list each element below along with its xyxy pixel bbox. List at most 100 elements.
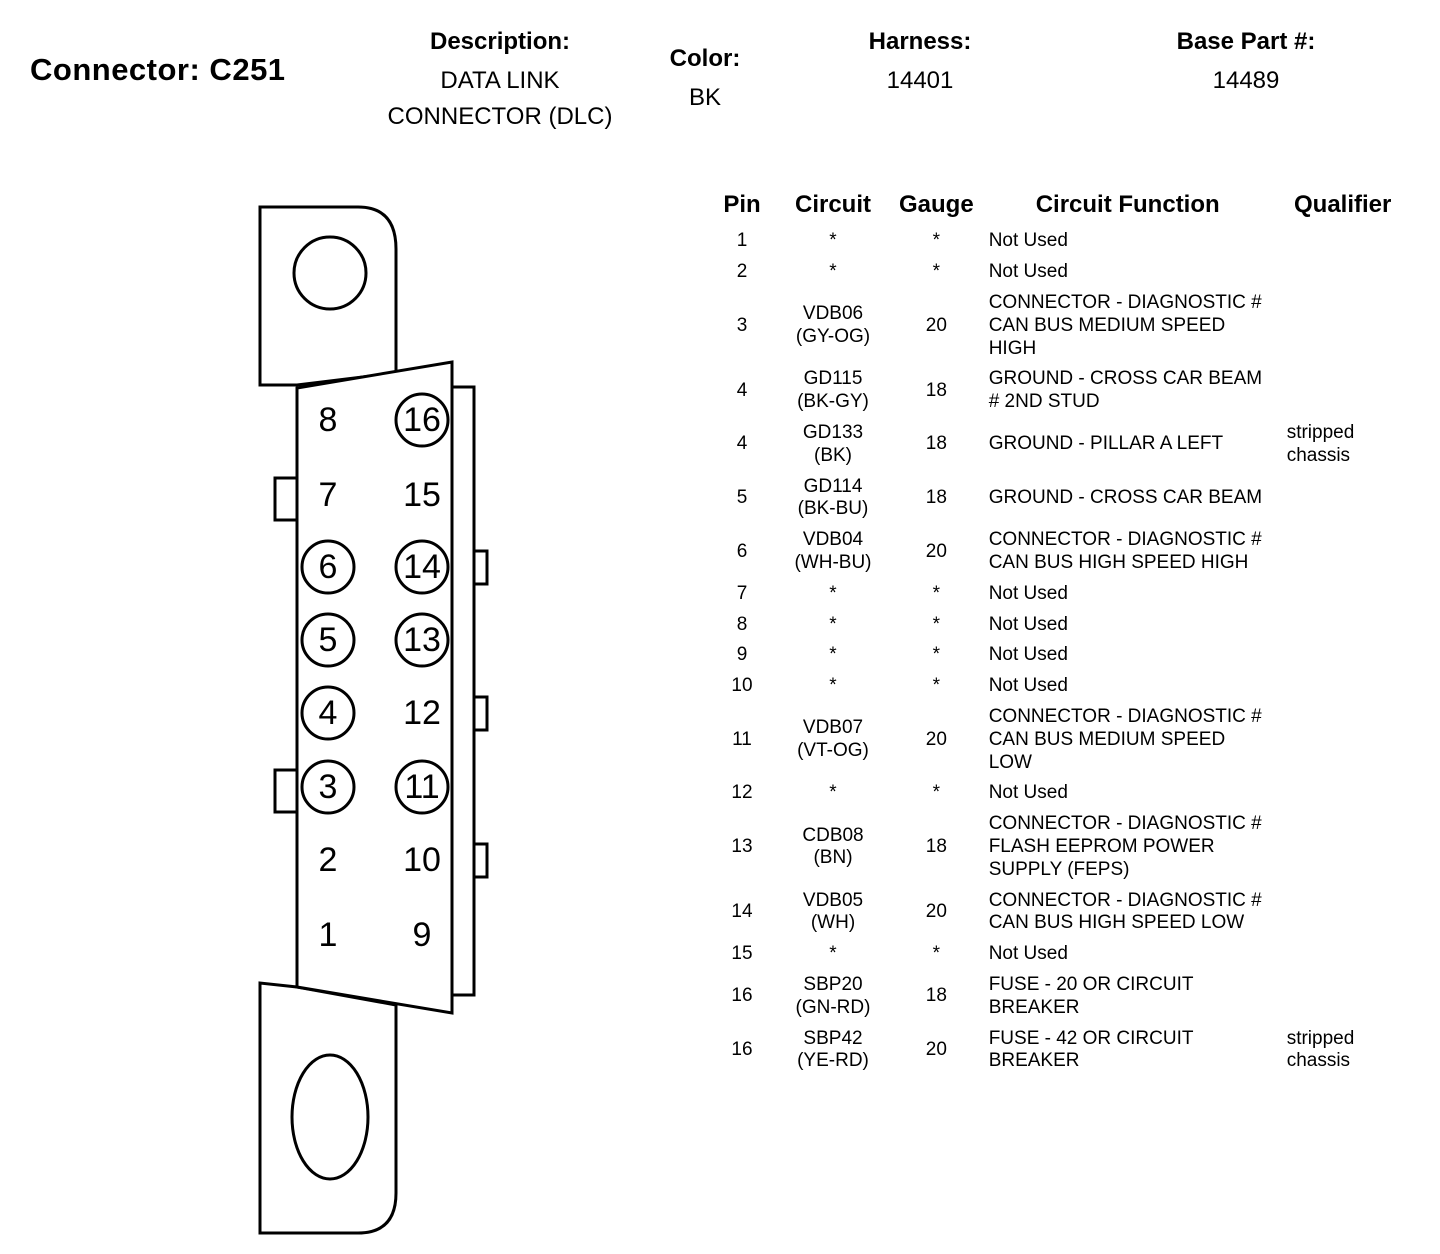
cell-gauge: 20 xyxy=(925,540,947,562)
cell-qualifier xyxy=(1277,288,1409,364)
base-part-label: Base Part #: xyxy=(1176,28,1316,55)
cell-circuit: SBP42 (YE-RD) xyxy=(797,1027,869,1072)
pin-table-header: Pin Circuit Gauge Circuit Function Quali… xyxy=(712,191,1409,226)
cell-function: Not Used xyxy=(988,230,1068,252)
cell-function: FUSE - 20 OR CIRCUIT BREAKER xyxy=(988,973,1194,1018)
pin-cavity-circle xyxy=(394,759,450,815)
pin-cavity-circle xyxy=(300,539,356,595)
rail-bump xyxy=(472,549,489,586)
cell-circuit: SBP20 (GN-RD) xyxy=(795,973,871,1018)
cell-pin: 8 xyxy=(736,613,748,635)
cell-gauge: 18 xyxy=(925,835,947,857)
pin-number: 11 xyxy=(404,768,439,806)
pin-cavity-circle xyxy=(394,612,450,668)
cell-qualifier xyxy=(1277,610,1409,641)
cell-gauge: 18 xyxy=(925,486,947,508)
bottom-mounting-hole xyxy=(290,1053,370,1181)
pin-number: 3 xyxy=(319,768,338,806)
cell-qualifier xyxy=(1277,886,1409,940)
connector-title: Connector: C251 xyxy=(30,52,286,87)
cell-circuit: VDB06 (GY-OG) xyxy=(795,303,871,348)
color-block: Color: BK xyxy=(650,45,760,116)
cell-qualifier: stripped chassis xyxy=(1286,1027,1355,1072)
cell-pin: 4 xyxy=(736,433,748,455)
cell-gauge: 20 xyxy=(925,1038,947,1060)
pin-number: 13 xyxy=(403,621,441,659)
cell-gauge: * xyxy=(932,782,941,804)
cell-pin: 2 xyxy=(736,261,748,283)
pin-table-row: 8**Not Used xyxy=(712,610,1409,641)
cell-function: GROUND - CROSS CAR BEAM xyxy=(988,486,1263,508)
cell-circuit: * xyxy=(829,782,837,804)
pin-number: 1 xyxy=(319,916,338,954)
cell-circuit: * xyxy=(829,261,837,283)
pin-cavity-circle xyxy=(300,759,356,815)
cell-gauge: 20 xyxy=(925,900,947,922)
cell-pin: 7 xyxy=(736,582,748,604)
right-rail xyxy=(450,385,476,997)
top-mounting-hole xyxy=(292,235,368,311)
pin-number: 8 xyxy=(319,401,338,439)
cell-qualifier xyxy=(1277,525,1409,579)
left-tab xyxy=(273,476,299,522)
cell-circuit: * xyxy=(829,675,837,697)
description-label: Description: xyxy=(429,28,570,55)
cell-pin: 16 xyxy=(731,985,753,1007)
cell-qualifier xyxy=(1277,671,1409,702)
cell-qualifier xyxy=(1277,364,1409,418)
cell-function: CONNECTOR - DIAGNOSTIC # CAN BUS HIGH SP… xyxy=(988,529,1262,573)
cell-qualifier: stripped chassis xyxy=(1286,421,1355,466)
cell-circuit: VDB05 (WH) xyxy=(802,889,864,934)
base-part-block: Base Part #: 14489 xyxy=(1136,28,1356,99)
pin-number: 10 xyxy=(403,841,441,879)
cell-pin: 1 xyxy=(736,230,748,252)
base-part-value: 14489 xyxy=(1212,67,1280,94)
description-block: Description: DATA LINK CONNECTOR (DLC) xyxy=(360,28,640,135)
description-value: DATA LINK CONNECTOR (DLC) xyxy=(387,67,613,130)
pin-number: 15 xyxy=(403,476,441,514)
cell-function: CONNECTOR - DIAGNOSTIC # FLASH EEPROM PO… xyxy=(988,813,1262,880)
cell-circuit: CDB08 (BN) xyxy=(802,824,864,869)
cell-function: Not Used xyxy=(988,675,1068,697)
cell-qualifier xyxy=(1277,472,1409,526)
pin-number: 7 xyxy=(319,476,338,514)
cell-function: CONNECTOR - DIAGNOSTIC # CAN BUS MEDIUM … xyxy=(988,705,1262,773)
pin-number: 14 xyxy=(403,548,441,586)
pin-number: 12 xyxy=(403,694,441,732)
pin-cavity-circle xyxy=(300,685,356,741)
cell-circuit: * xyxy=(829,230,837,252)
cell-qualifier xyxy=(1277,970,1409,1024)
pin-number: 4 xyxy=(319,694,338,732)
pin-number: 5 xyxy=(319,621,338,659)
cell-pin: 14 xyxy=(731,900,753,922)
pin-cavity-circle xyxy=(300,612,356,668)
pin-table-row: 10**Not Used xyxy=(712,671,1409,702)
cell-circuit: * xyxy=(829,613,837,635)
cell-pin: 11 xyxy=(732,728,752,750)
cell-gauge: * xyxy=(932,230,941,252)
cell-function: Not Used xyxy=(988,582,1068,604)
color-label: Color: xyxy=(669,45,741,72)
harness-label: Harness: xyxy=(868,28,972,55)
cell-gauge: * xyxy=(932,943,941,965)
column-header-circuit: Circuit xyxy=(794,191,871,218)
pin-table-row: 2**Not Used xyxy=(712,257,1409,288)
cell-circuit: * xyxy=(829,943,837,965)
color-value: BK xyxy=(688,84,721,111)
rail-bump xyxy=(472,695,489,732)
pin-number: 6 xyxy=(319,548,338,586)
pin-table: Pin Circuit Gauge Circuit Function Quali… xyxy=(712,191,1409,1078)
rail-bump xyxy=(472,842,489,879)
pin-table-row: 1 * * Not Used xyxy=(712,226,1409,257)
column-header-qualifier: Qualifier xyxy=(1294,191,1392,218)
cell-function: GROUND - PILLAR A LEFT xyxy=(988,433,1224,455)
cell-pin: 5 xyxy=(736,486,748,508)
